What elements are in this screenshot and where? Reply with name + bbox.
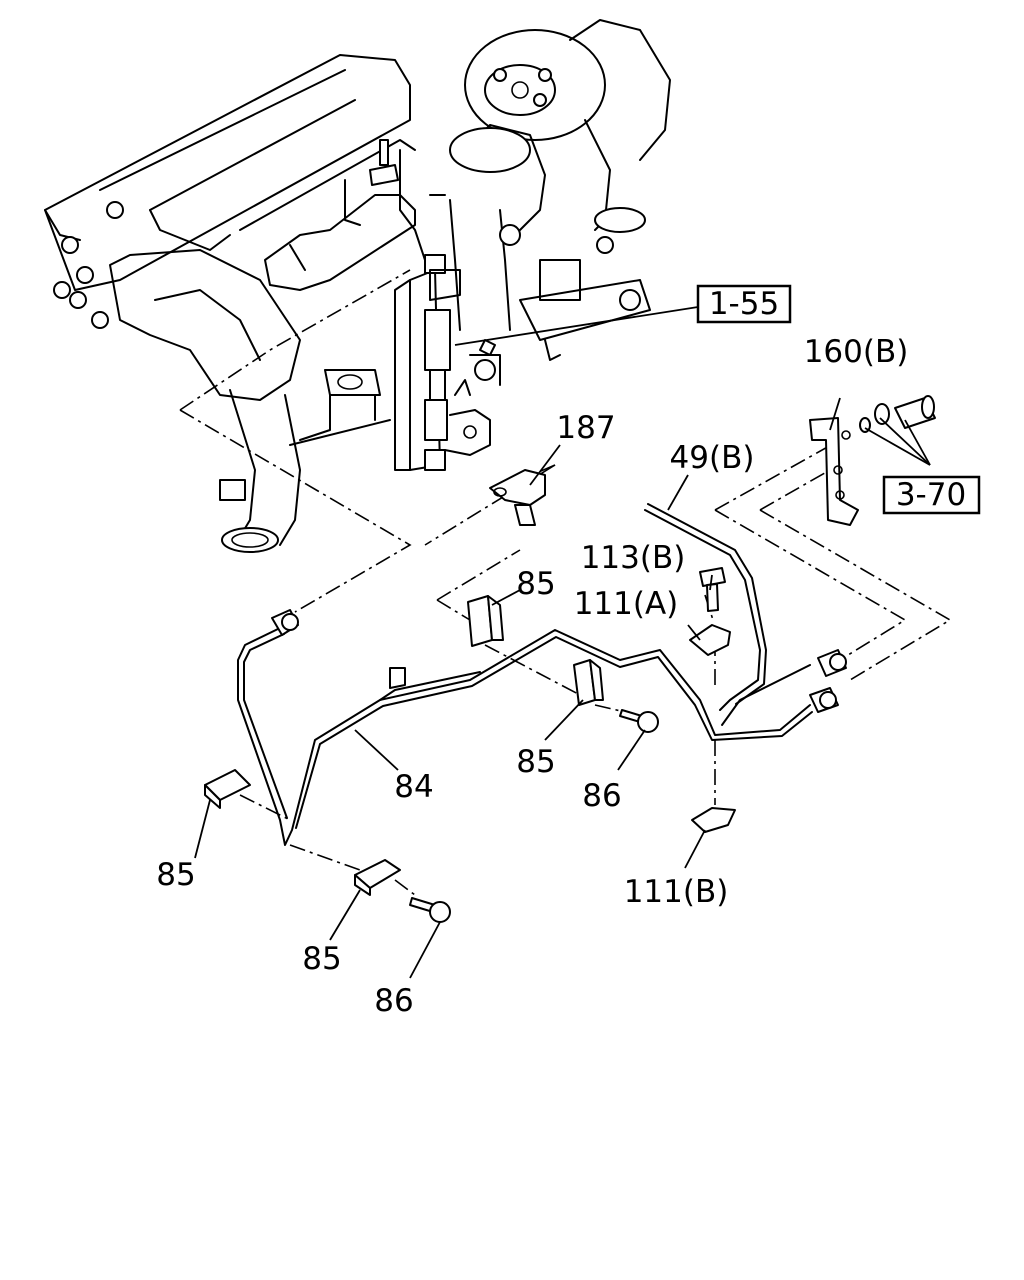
- label-85-top: 85: [516, 566, 555, 602]
- leader-lines: [194, 306, 931, 979]
- label-111b: 111(B): [624, 874, 729, 910]
- callout-box-3-70: 3-70: [882, 475, 981, 515]
- label-85-left: 85: [156, 857, 195, 893]
- engine-assembly: [44, 19, 671, 553]
- label-84: 84: [394, 769, 433, 805]
- small-parts: [204, 395, 936, 923]
- label-187: 187: [556, 410, 615, 446]
- assembly-lines: [179, 269, 952, 896]
- pipe-49b: [644, 503, 767, 711]
- label-111a: 111(A): [574, 586, 679, 622]
- label-85-bottom: 85: [302, 941, 341, 977]
- callout-3-70: 3-70: [896, 477, 966, 513]
- callout-box-1-55: 1-55: [696, 284, 792, 324]
- label-85-mid: 85: [516, 744, 555, 780]
- pipe-84: [237, 609, 847, 846]
- label-49b: 49(B): [670, 440, 755, 476]
- label-113b: 113(B): [581, 540, 686, 576]
- label-86-mid: 86: [582, 778, 621, 814]
- label-86-bottom: 86: [374, 983, 413, 1019]
- label-160b: 160(B): [804, 334, 909, 370]
- callout-1-55: 1-55: [709, 286, 779, 322]
